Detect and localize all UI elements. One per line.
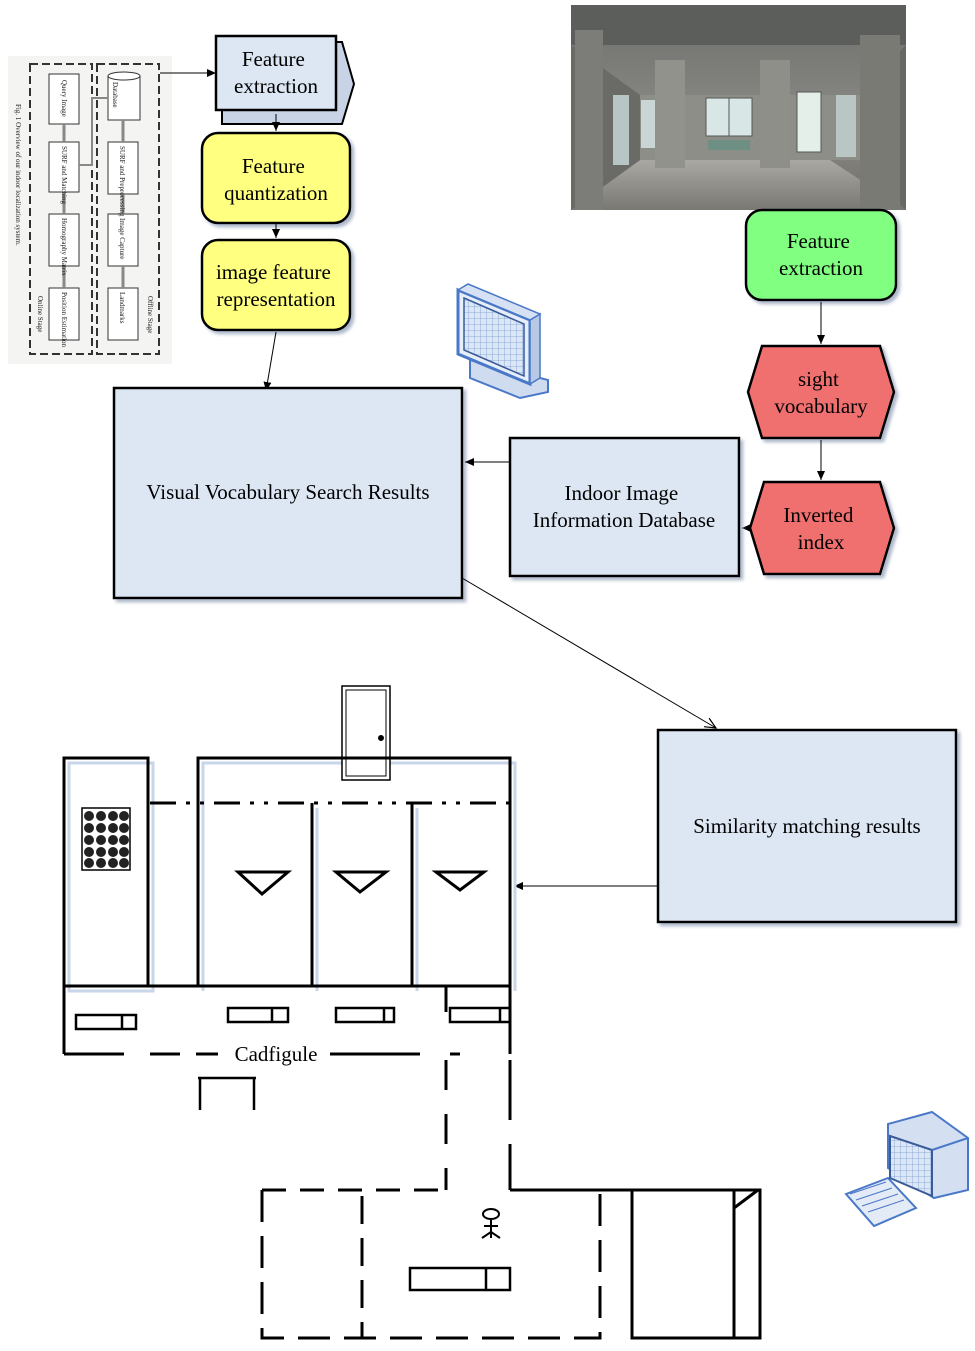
- offline-stage-label: Offline Stage: [146, 296, 154, 333]
- indoor-image-database-line1: Indoor Image: [565, 481, 679, 505]
- feature-extraction-left-line1: Feature: [242, 47, 305, 71]
- visual-vocabulary-search-results-box: Visual Vocabulary Search Results: [112, 386, 464, 600]
- visual-vocabulary-search-results-label: Visual Vocabulary Search Results: [146, 480, 429, 504]
- overview-thumbnail: Fig. 1 Overview of our indoor localizati…: [8, 56, 172, 364]
- floorplan-label: Cadfigule: [235, 1042, 318, 1066]
- sight-vocabulary-line2: vocabulary: [774, 394, 868, 418]
- offline-box-2: SURF and Preprocessing: [118, 146, 126, 217]
- svg-text:sight vocabulary: sight vocabulary: [774, 367, 868, 418]
- triangle-marker-2: [331, 870, 391, 894]
- svg-text:Indoor Image Information: Indoor Image Information Database: [533, 481, 716, 532]
- sight-vocabulary-line1: sight: [798, 367, 839, 391]
- triangle-marker-1: [234, 870, 293, 896]
- arrow-representation-to-search: [263, 331, 277, 392]
- online-box-2: SURF and Matching: [60, 146, 68, 204]
- feature-extraction-box-right: Feature extraction: [744, 208, 898, 302]
- svg-text:Feature extraction: Feature extraction: [779, 229, 863, 280]
- similarity-matching-results-label: Similarity matching results: [693, 814, 920, 838]
- offline-box-4: Landmarks: [118, 292, 126, 324]
- table-symbol: [198, 1076, 256, 1110]
- offline-box-1: Database: [111, 82, 119, 108]
- feature-extraction-left-line2: extraction: [234, 74, 318, 98]
- monitor-icon: [456, 283, 549, 400]
- offline-box-3: Image Capture: [118, 218, 126, 259]
- triangle-marker-3: [431, 870, 489, 892]
- inverted-index-line2: index: [798, 530, 845, 554]
- svg-text:Feature quantization: Feature quantization: [224, 154, 328, 205]
- online-stage-frame: [29, 63, 93, 355]
- online-box-3: Homography Matrix: [60, 218, 68, 276]
- arrow-search-to-similarity: [461, 577, 716, 728]
- feature-extraction-right-line1: Feature: [787, 229, 850, 253]
- image-feature-representation-line1: image feature: [216, 260, 331, 284]
- feature-extraction-right-line2: extraction: [779, 256, 863, 280]
- sight-vocabulary-box: sight vocabulary: [746, 344, 896, 440]
- indoor-image-database-line2: Information Database: [533, 508, 716, 532]
- online-box-1: Query Image: [60, 80, 68, 117]
- svg-text:Inverted index: Inverted index: [783, 503, 858, 554]
- svg-text:image feature representa: image feature representation: [216, 260, 336, 311]
- feature-quantization-line2: quantization: [224, 181, 328, 205]
- computer-icon: [844, 1110, 969, 1228]
- chair-symbol: [481, 1208, 501, 1239]
- indoor-image-database-box: Indoor Image Information Database: [508, 436, 741, 578]
- image-feature-representation-line2: representation: [217, 287, 336, 311]
- image-feature-representation-box: image feature representation: [200, 238, 352, 332]
- indoor-room-photo: [571, 5, 906, 210]
- inverted-index-box: Inverted index: [748, 480, 896, 576]
- similarity-matching-results-box: Similarity matching results: [656, 728, 958, 924]
- floor-plan: [62, 685, 762, 1340]
- feature-extraction-box-left: Feature extraction: [214, 34, 356, 125]
- online-stage-label: Online Stage: [36, 296, 44, 332]
- feature-quantization-line1: Feature: [242, 154, 305, 178]
- offline-stage-frame: [96, 63, 160, 355]
- tiled-panel-pattern: [84, 811, 129, 868]
- online-box-4: Position Estimation: [60, 292, 68, 348]
- thumbnail-caption: Fig. 1 Overview of our indoor localizati…: [14, 104, 22, 246]
- door-symbol: [341, 685, 391, 781]
- feature-quantization-box: Feature quantization: [200, 131, 352, 225]
- svg-text:Feature extraction: Feature extraction: [234, 47, 318, 98]
- inverted-index-line1: Inverted: [783, 503, 853, 527]
